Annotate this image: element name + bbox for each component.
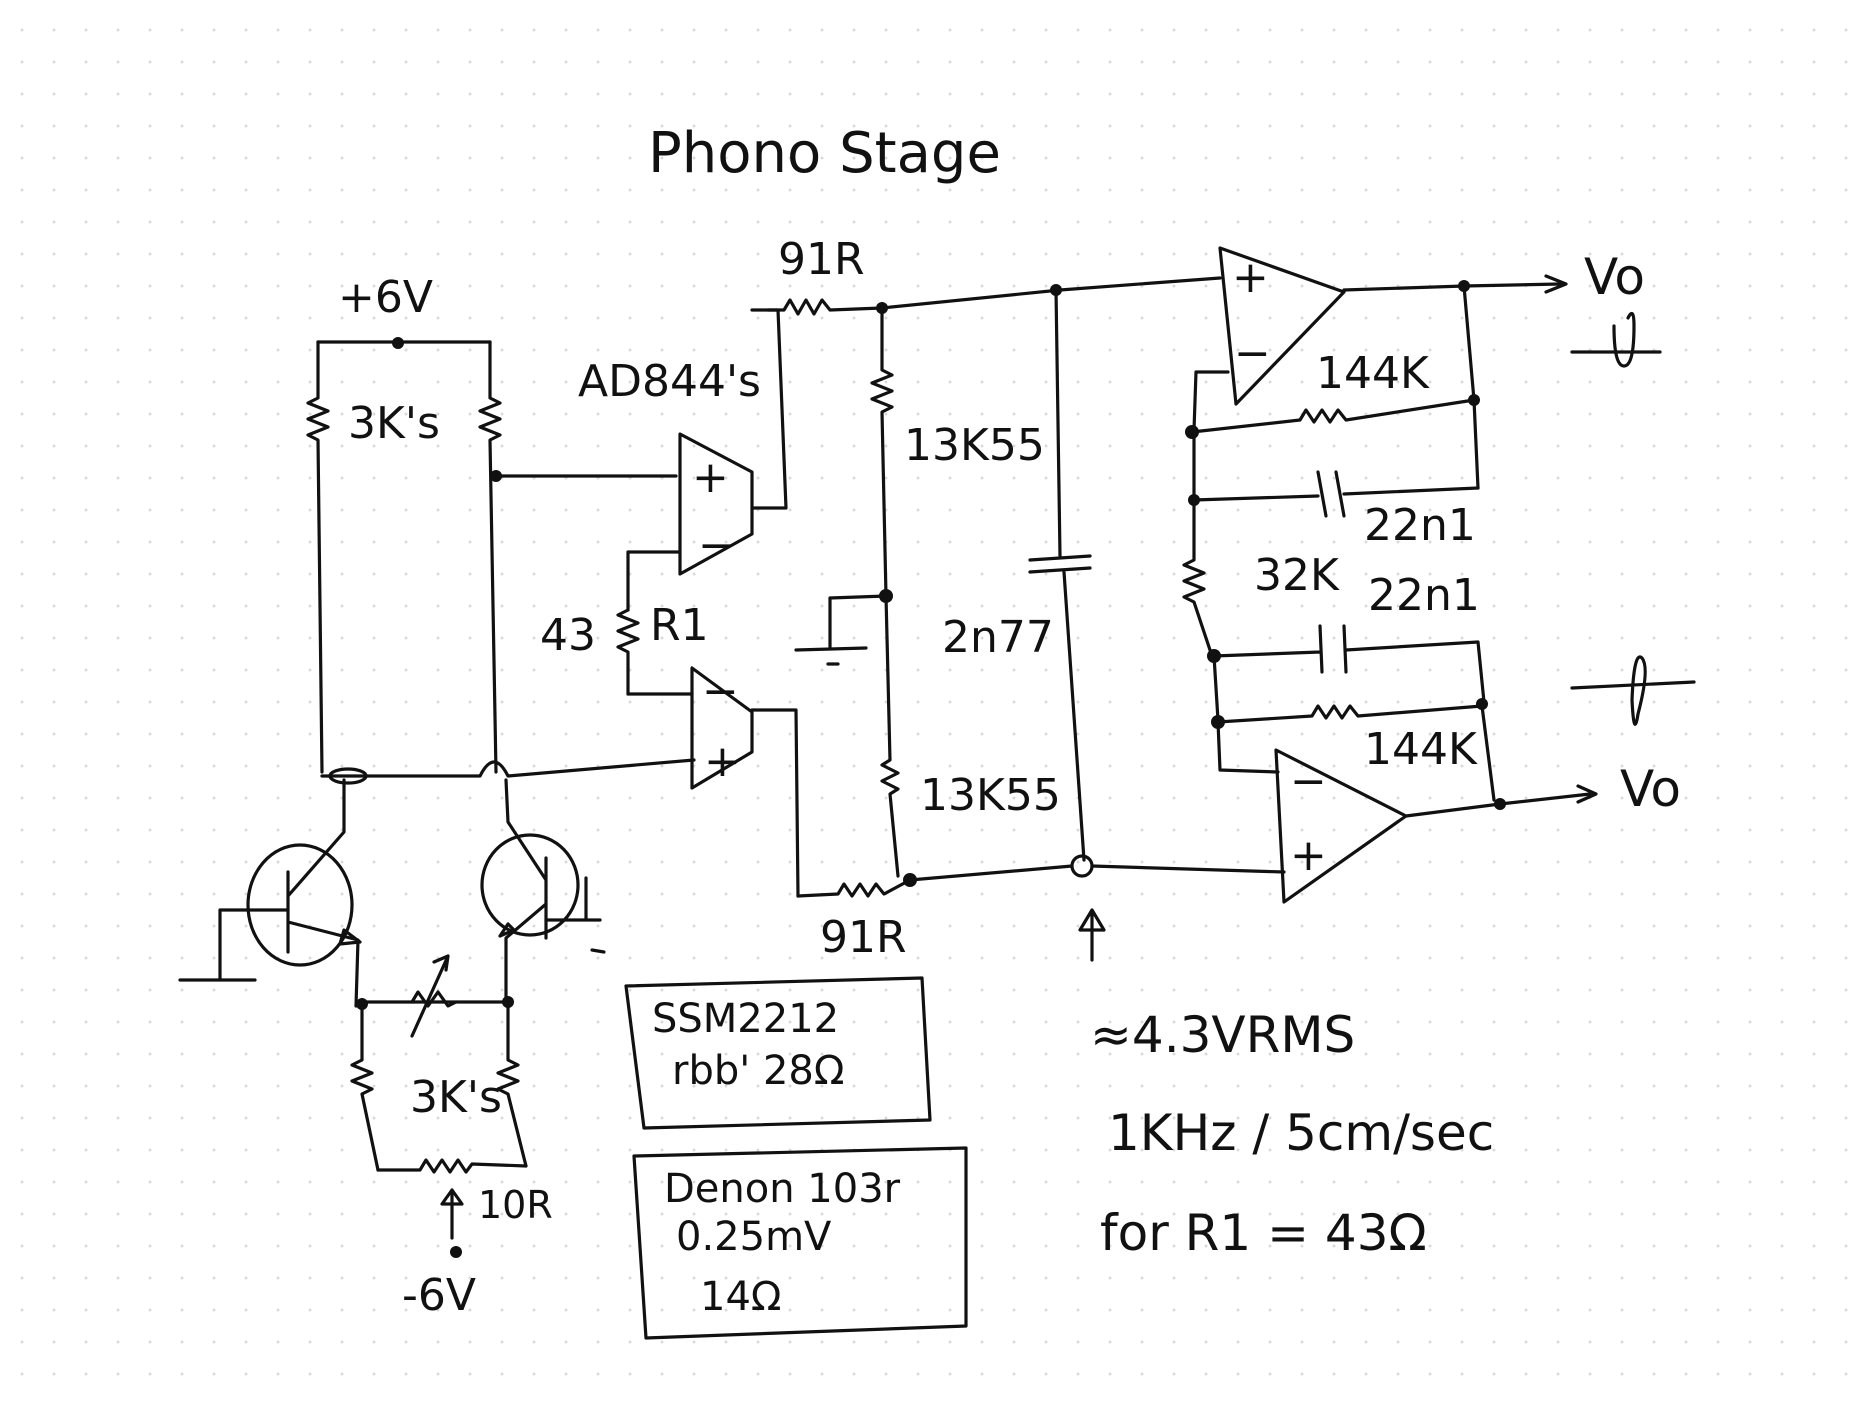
fb-top-cap-label: 22n1 <box>1364 500 1476 551</box>
output-top-label: Vo <box>1584 248 1645 306</box>
output-bottom-label: Vo <box>1620 760 1681 818</box>
svg-text:−: − <box>1290 756 1327 807</box>
svg-text:+: + <box>692 452 729 503</box>
svg-text:+: + <box>704 736 741 787</box>
cap-mid-label: 2n77 <box>942 612 1054 663</box>
fb-bottom-resistor-label: 144K <box>1364 724 1478 775</box>
r1-name-label: R1 <box>650 600 709 651</box>
cartridge-output-label: 0.25mV <box>676 1214 832 1260</box>
top-resistors-label: 3K's <box>348 398 440 449</box>
fb-bottom-cap-label: 22n1 <box>1368 570 1480 621</box>
input-diff-pair: +6V 3K's 3K's 10R - <box>178 272 696 1321</box>
cartridge-impedance-label: 14Ω <box>700 1274 781 1320</box>
svg-text:+: + <box>1232 252 1269 303</box>
cartridge-box: Denon 103r 0.25mV 14Ω <box>632 1146 968 1340</box>
supply-negative-label: -6V <box>402 1270 476 1321</box>
mid-resistor-label: 32K <box>1254 550 1340 601</box>
svg-text:+: + <box>1290 830 1327 881</box>
svg-text:−: − <box>1234 328 1271 379</box>
r1-value-label: 43 <box>540 610 596 661</box>
svg-text:−: − <box>698 520 735 571</box>
series-resistor-top-label: 91R <box>778 234 865 285</box>
output-stage: + − Vo 144K 22n1 32K 22n1 144K − + <box>1182 246 1696 904</box>
trim-resistor-label: 10R <box>478 1183 553 1227</box>
bottom-resistors-label: 3K's <box>410 1072 502 1123</box>
page-title: Phono Stage <box>648 121 1001 186</box>
transistor-box: SSM2212 rbb' 28Ω <box>624 976 932 1130</box>
transistor-rbb-label: rbb' 28Ω <box>672 1048 844 1094</box>
divider-bottom-label: 13K55 <box>920 770 1061 821</box>
notes: ≈4.3VRMS 1KHz / 5cm/sec for R1 = 43Ω <box>1090 1006 1494 1262</box>
opamp-pair-label: AD844's <box>578 356 761 407</box>
transistor-part-label: SSM2212 <box>652 996 839 1042</box>
series-resistor-bottom-label: 91R <box>820 912 907 963</box>
divider-network: 91R 13K55 2n77 13K55 91R <box>750 234 1286 963</box>
fb-top-resistor-label: 144K <box>1316 348 1430 399</box>
ad844-pair: AD844's + − 43 R1 − + <box>540 308 800 898</box>
svg-text:−: − <box>702 666 739 717</box>
note-frequency: 1KHz / 5cm/sec <box>1108 1104 1494 1162</box>
cartridge-model-label: Denon 103r <box>664 1166 901 1212</box>
divider-top-label: 13K55 <box>904 420 1045 471</box>
supply-positive-label: +6V <box>338 272 433 323</box>
note-level: ≈4.3VRMS <box>1090 1006 1355 1064</box>
note-condition: for R1 = 43Ω <box>1100 1204 1427 1262</box>
